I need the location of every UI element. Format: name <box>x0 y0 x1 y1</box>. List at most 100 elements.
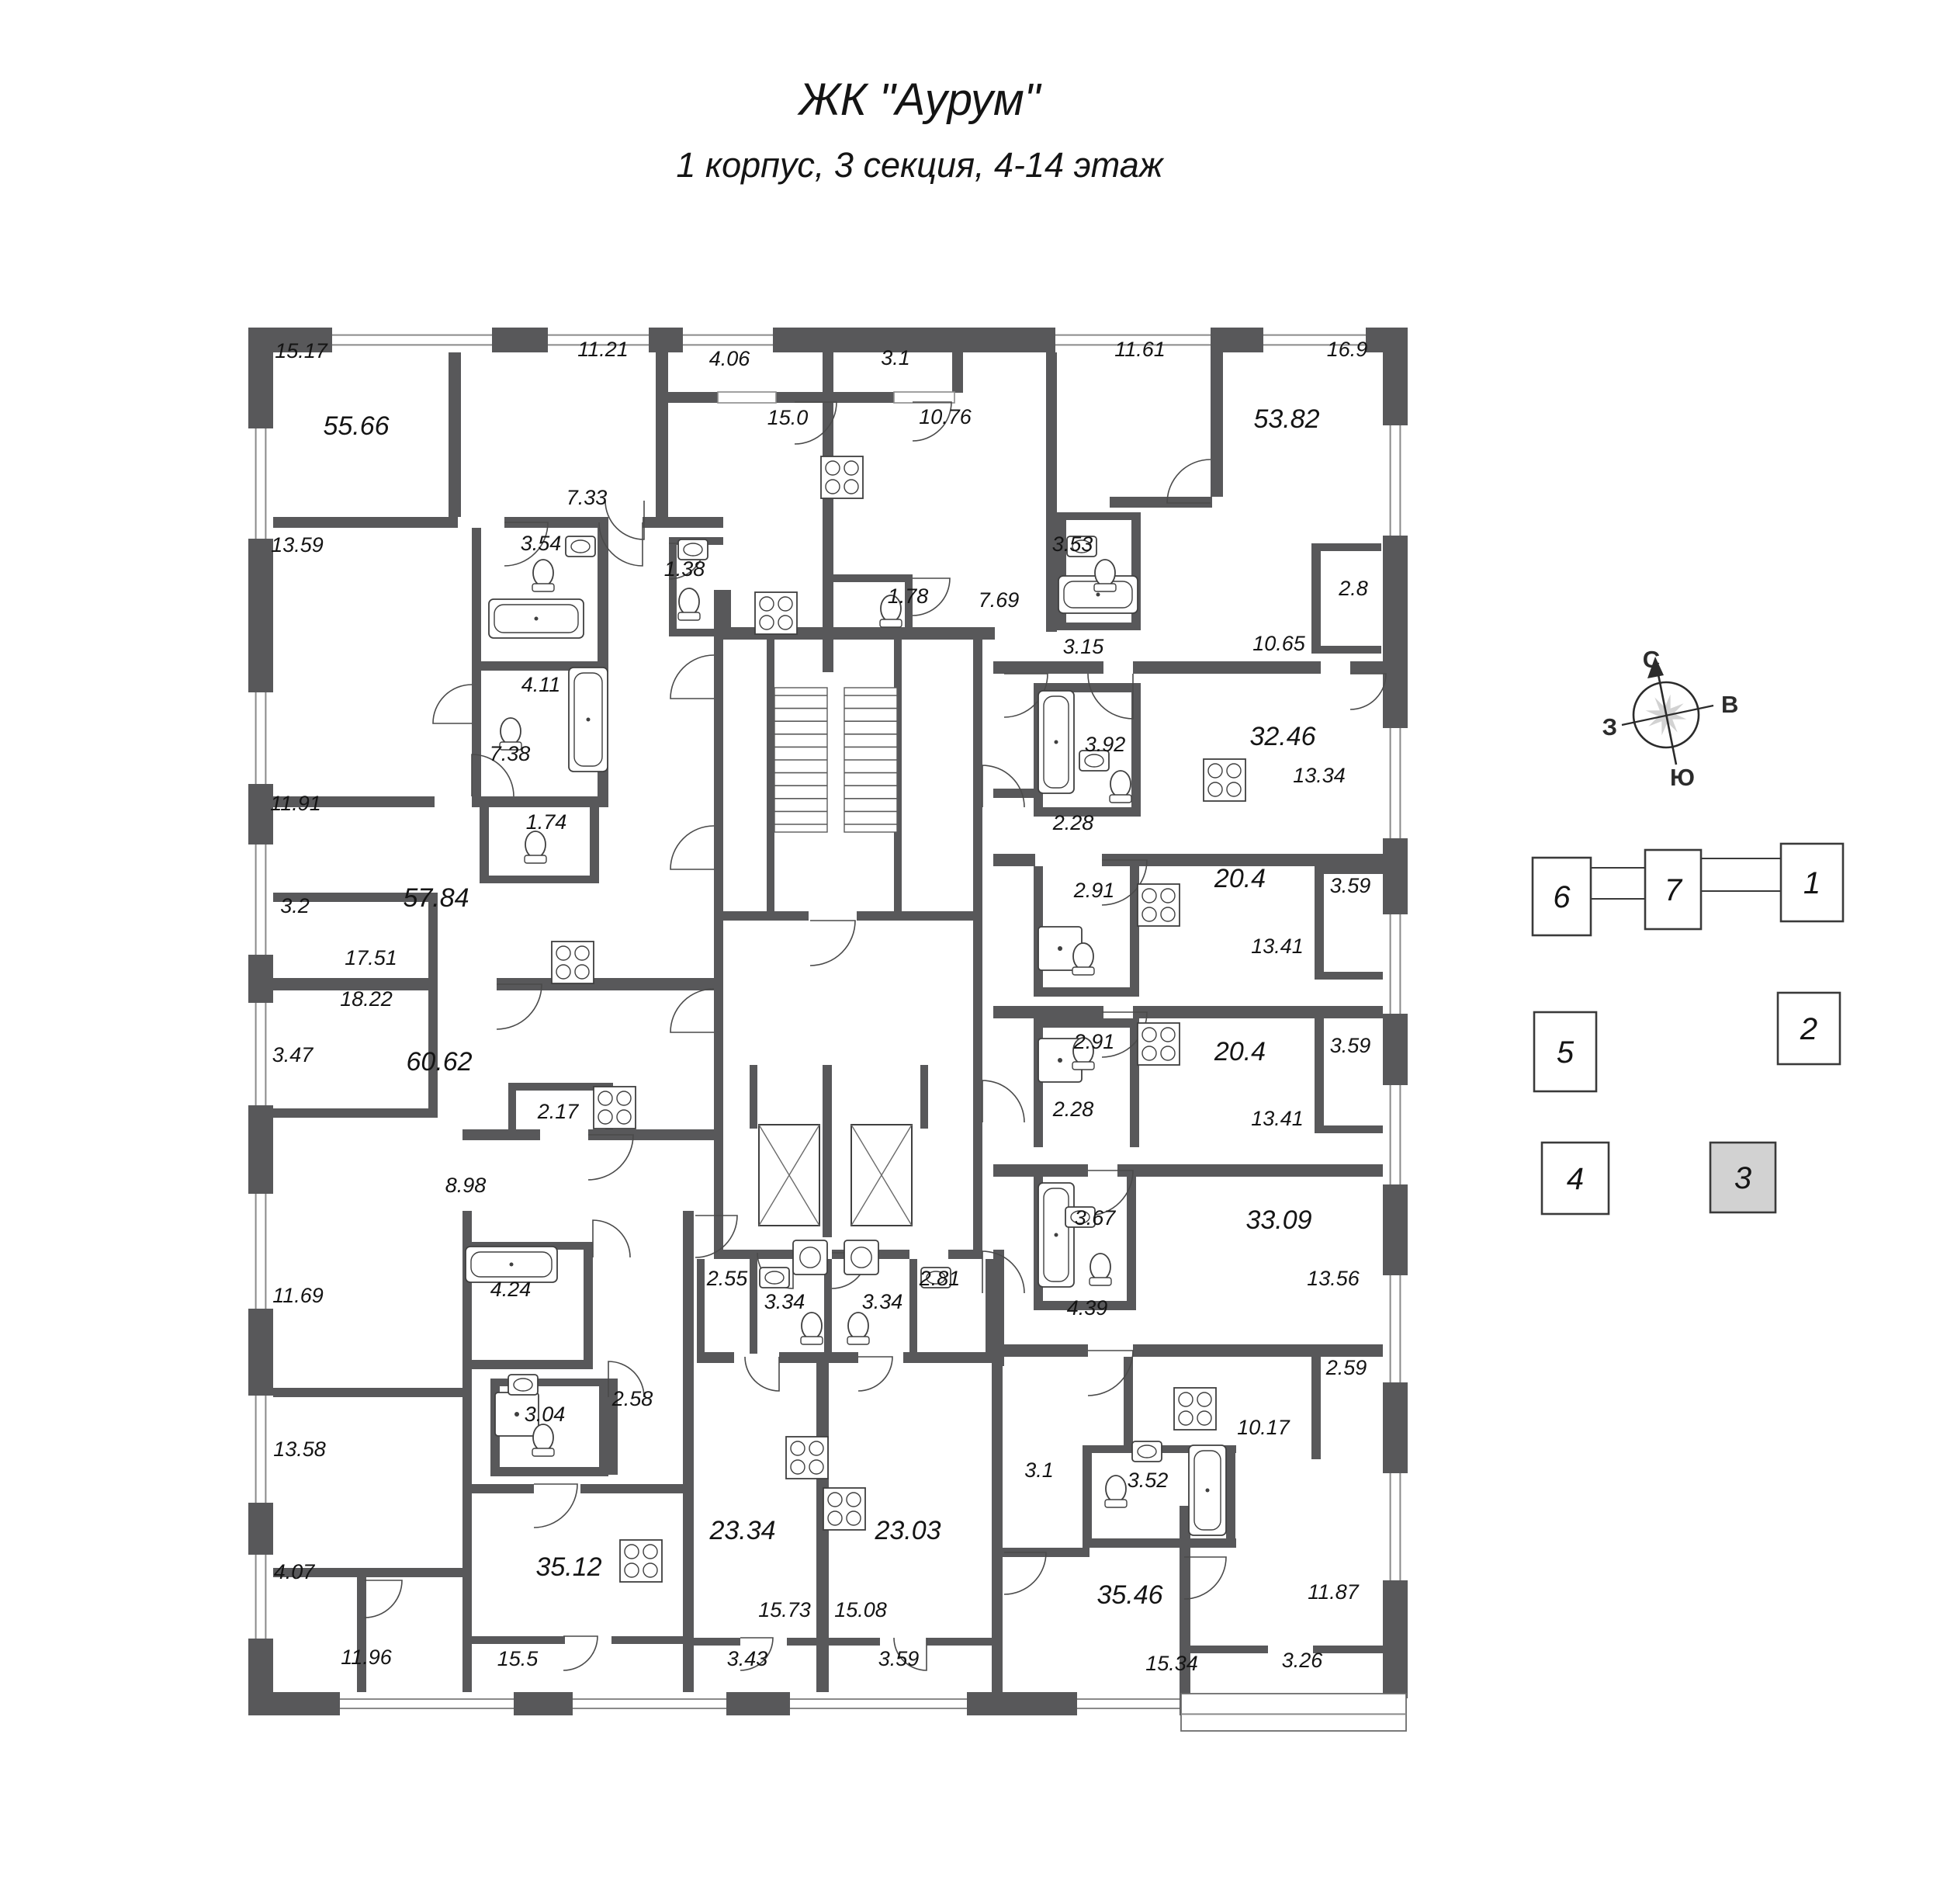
stove-burner <box>827 1492 843 1507</box>
wall-segment <box>1350 661 1383 674</box>
door-arc <box>1087 673 1134 720</box>
section-number-2: 2 <box>1800 1012 1817 1046</box>
door-arc <box>563 1635 598 1671</box>
door-arc <box>1101 1011 1148 1058</box>
stove-burner <box>1141 907 1157 922</box>
door-arc <box>1166 459 1211 504</box>
toilet-tank <box>1104 1499 1128 1508</box>
room-area-label: 33.09 <box>1245 1205 1311 1235</box>
stove-burner <box>616 1091 632 1106</box>
wall-segment <box>588 1129 723 1140</box>
wall-segment <box>952 328 963 393</box>
shower-drain <box>1058 1058 1062 1063</box>
compass-west-label: З <box>1602 713 1617 740</box>
room-area-label: 2.81 <box>919 1267 961 1290</box>
bathtub-drain <box>1054 1233 1058 1237</box>
window <box>1383 728 1408 838</box>
bathtub-drain <box>509 1262 514 1267</box>
room-area-label: 8.98 <box>445 1174 487 1197</box>
wall-segment <box>462 1242 593 1250</box>
section-box-1 <box>1779 842 1845 923</box>
stove-icon <box>754 591 798 635</box>
window <box>573 1692 726 1715</box>
toilet-tank <box>800 1336 823 1345</box>
stove-burner <box>1178 1392 1193 1407</box>
door-arc <box>364 1580 403 1618</box>
section-box-2 <box>1776 991 1841 1066</box>
window <box>1383 1473 1408 1580</box>
windows-layer <box>248 328 1408 1732</box>
window <box>248 692 273 784</box>
wall-segment <box>1110 497 1212 508</box>
compass-south-label: Ю <box>1670 764 1695 791</box>
wall-segment <box>823 352 833 672</box>
room-area-label: 1.38 <box>664 557 705 581</box>
wall-segment <box>683 1363 694 1692</box>
wall-segment <box>472 528 481 796</box>
wall-segment <box>714 1250 793 1259</box>
wall-segment <box>683 1211 694 1365</box>
stove-burner <box>1160 1027 1176 1042</box>
toilet-tank <box>847 1336 870 1345</box>
sink-bowl <box>1084 754 1104 768</box>
wall-segment <box>611 1636 684 1644</box>
room-area-label: 4.06 <box>709 347 751 370</box>
wall-segment <box>480 661 599 671</box>
room-area-label: 35.12 <box>535 1552 601 1582</box>
wall-segment <box>580 1484 684 1493</box>
section-number-1: 1 <box>1803 866 1820 900</box>
door-arc <box>982 1080 1025 1123</box>
window <box>248 1396 273 1503</box>
room-area-label: 15.73 <box>758 1598 811 1621</box>
stove-burner <box>1141 1046 1157 1061</box>
sink-bowl <box>683 543 703 557</box>
bathtub-drain <box>1096 592 1100 597</box>
section-box-5 <box>1533 1011 1598 1093</box>
wall-segment <box>508 1083 516 1129</box>
wall-segment <box>273 517 458 528</box>
wall-segment <box>993 661 1103 674</box>
door-arc <box>893 1637 927 1671</box>
stove-burner <box>846 1492 861 1507</box>
wall-segment <box>1034 1018 1043 1147</box>
wall-segment <box>1133 1344 1391 1357</box>
room-area-label: 7.33 <box>566 486 608 509</box>
stove-burner <box>624 1544 639 1559</box>
wall-segment <box>920 1065 928 1129</box>
washer-door <box>799 1247 821 1268</box>
door-arc <box>857 1356 893 1392</box>
room-area-label: 3.34 <box>764 1290 805 1313</box>
window <box>1383 1275 1408 1382</box>
sink-bowl <box>764 1271 785 1285</box>
door-arc <box>1101 859 1148 906</box>
wall-segment <box>1083 1538 1236 1548</box>
room-area-label: 10.76 <box>919 405 972 428</box>
toilet-icon <box>678 588 700 616</box>
wall-segment <box>273 1108 438 1118</box>
wall-segment <box>490 1379 608 1386</box>
wall-segment <box>1124 1357 1133 1453</box>
wall-segment <box>480 876 599 883</box>
stove-burner <box>1160 907 1176 922</box>
toilet-tank <box>1109 794 1132 803</box>
room-area-label: 13.59 <box>271 533 324 557</box>
wall-segment <box>993 789 1035 798</box>
door-arc <box>1087 1350 1134 1396</box>
wall-segment <box>750 1259 757 1354</box>
room-area-label: 15.17 <box>275 339 328 362</box>
stove-burner <box>616 1109 632 1125</box>
room-area-label: 3.52 <box>1128 1469 1169 1492</box>
stove-burner <box>624 1562 639 1578</box>
wall-segment <box>462 1360 593 1369</box>
window <box>1383 914 1408 1014</box>
stove-icon <box>1137 1022 1180 1066</box>
room-area-label: 23.03 <box>874 1516 941 1545</box>
window <box>1383 1085 1408 1184</box>
bathtub-drain <box>534 616 539 621</box>
window <box>548 328 649 352</box>
stove-burner <box>1197 1392 1212 1407</box>
door-arc <box>695 1215 738 1258</box>
room-area-label: 55.66 <box>323 411 389 441</box>
wall-segment <box>449 352 461 517</box>
wall-segment <box>1057 623 1141 630</box>
